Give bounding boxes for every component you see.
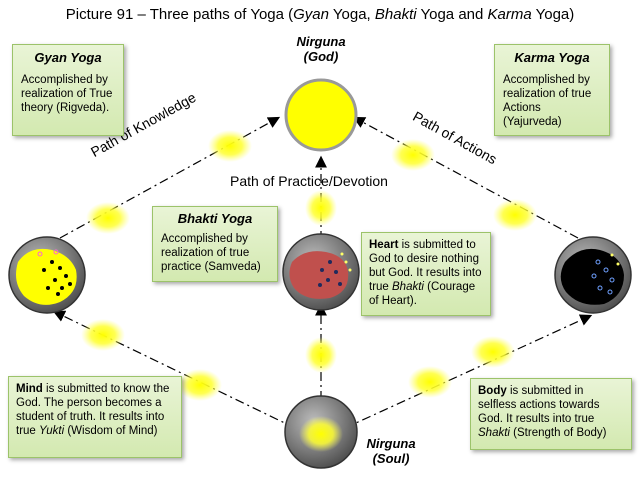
bhakti-yoga-text: Accomplished by realization of true prac…: [161, 233, 261, 273]
soul-sphere: [284, 395, 358, 469]
actions-path-lower: [344, 314, 593, 429]
karma-yoga-title: Karma Yoga: [514, 50, 590, 65]
mind-box: Mind is submitted to know the God. The p…: [8, 376, 182, 458]
page-title: Picture 91 – Three paths of Yoga (Gyan Y…: [65, 6, 575, 23]
karma-yoga-box: Karma Yoga Accomplished by realization o…: [494, 44, 610, 136]
glow-dot: [493, 199, 537, 231]
karma-yoga-text: Accomplished by realization of true Acti…: [503, 74, 592, 128]
gyan-yoga-box: Gyan Yoga Accomplished by realization of…: [12, 44, 124, 136]
glow-dot: [178, 369, 222, 401]
bhakti-yoga-box: Bhakti Yoga Accomplished by realization …: [152, 206, 278, 282]
god-sun-node: [284, 78, 358, 152]
bhakti-sphere: [282, 233, 360, 311]
bhakti-yoga-title: Bhakti Yoga: [177, 211, 253, 226]
karma-sphere: [554, 236, 632, 314]
gyan-yoga-title: Gyan Yoga: [34, 50, 102, 65]
heart-box: Heart is submitted to God to desire noth…: [361, 232, 491, 316]
actions-path-upper: [352, 116, 579, 239]
glow-dot: [81, 319, 125, 351]
glow-dot: [86, 202, 130, 234]
path-devotion-label: Path of Practice/Devotion: [230, 173, 388, 189]
glow-dot: [305, 337, 337, 373]
glow-dot: [208, 130, 252, 162]
glow-dot: [408, 366, 452, 398]
body-box: Body is submitted in selfless actions to…: [470, 378, 632, 450]
soul-label: Nirguna(Soul): [366, 436, 416, 466]
gyan-yoga-text: Accomplished by realization of True theo…: [21, 74, 113, 114]
glow-dot: [471, 336, 515, 368]
glow-dot: [305, 190, 337, 226]
glow-dot: [391, 139, 435, 171]
gyan-sphere: [8, 236, 86, 314]
god-label: Nirguna(God): [296, 34, 346, 64]
